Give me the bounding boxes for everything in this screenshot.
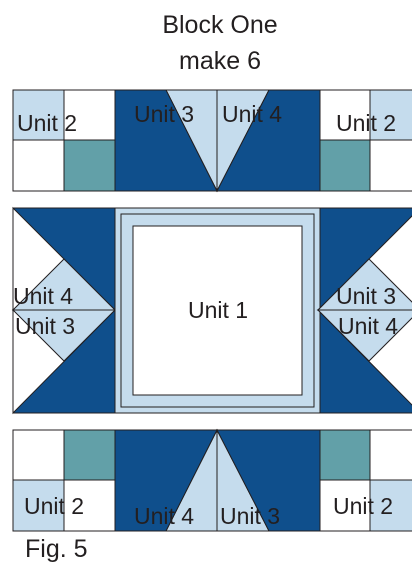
top-right-patch-3: [320, 140, 370, 191]
top-left-patch-3: [13, 140, 64, 191]
label-top-mid-left: Unit 3: [134, 101, 194, 127]
label-mid-right-upper: Unit 3: [336, 283, 396, 309]
label-bottom-left: Unit 2: [24, 493, 84, 519]
label-mid-left-lower: Unit 3: [15, 313, 75, 339]
label-mid-right-lower: Unit 4: [338, 313, 398, 339]
label-bottom-mid-right: Unit 3: [220, 503, 280, 529]
label-top-mid-right: Unit 4: [222, 101, 282, 127]
bottom-right-patch-1: [320, 430, 370, 480]
label-top-right: Unit 2: [336, 110, 396, 136]
label-top-left: Unit 2: [17, 110, 77, 136]
label-bottom-mid-left: Unit 4: [134, 503, 194, 529]
figure-caption: Fig. 5: [25, 537, 88, 562]
bottom-left-patch-1: [13, 430, 64, 480]
label-center: Unit 1: [188, 297, 248, 323]
top-left-patch-4: [64, 140, 115, 191]
top-right-patch-4: [370, 140, 412, 191]
label-bottom-right: Unit 2: [333, 493, 393, 519]
top-row: [13, 90, 412, 191]
label-mid-left-upper: Unit 4: [13, 283, 73, 309]
bottom-left-patch-2: [64, 430, 115, 480]
bottom-right-patch-2: [370, 430, 412, 480]
